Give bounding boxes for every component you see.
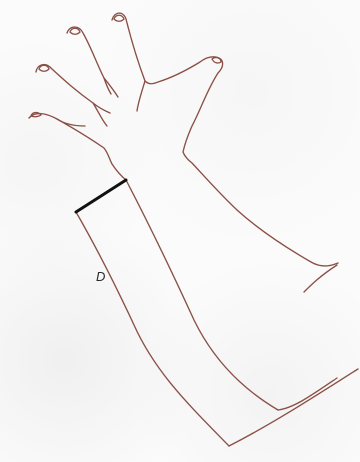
upper-arm-edge — [229, 369, 358, 446]
arm-outline — [76, 180, 358, 446]
label-d: D — [96, 269, 105, 284]
forearm-right-edge — [126, 180, 278, 410]
nail-index — [114, 15, 124, 21]
nail-ring — [39, 65, 49, 71]
elbow-fold — [278, 378, 337, 410]
hand-contour — [29, 13, 338, 266]
hand-outline — [29, 13, 338, 266]
wrist-marker-line — [76, 180, 126, 212]
nail-thumb — [212, 58, 221, 63]
elbow-crease — [304, 265, 337, 292]
forearm-left-edge — [76, 212, 229, 446]
nail-middle — [70, 28, 80, 34]
